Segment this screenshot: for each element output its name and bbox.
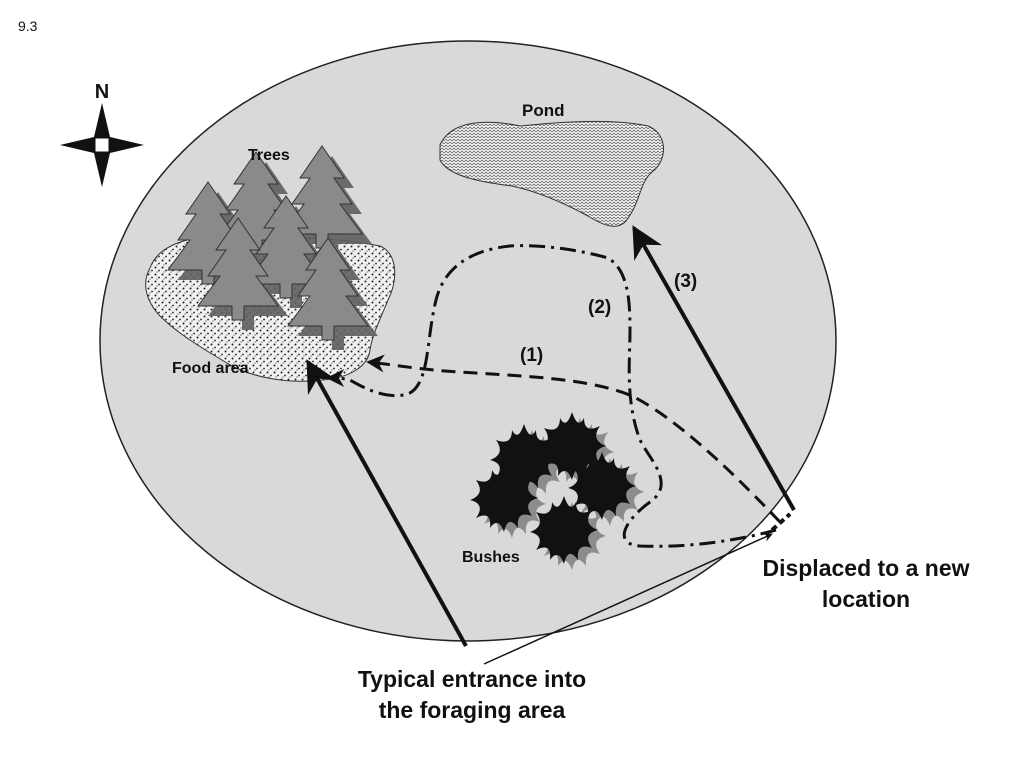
route-2-path	[326, 244, 777, 548]
bushes-label: Bushes	[462, 549, 520, 566]
trees-label: Trees	[248, 147, 290, 164]
callout-pointer-line	[483, 533, 773, 665]
pond-region	[439, 120, 664, 227]
entrance-arrow	[306, 359, 468, 647]
displaced-callout-line2: location	[822, 586, 910, 612]
route-1-path	[366, 354, 782, 524]
food-area-label: Food area	[172, 360, 249, 377]
entrance-callout-line1: Typical entrance into	[358, 666, 586, 692]
displaced-marker	[770, 512, 792, 532]
route-2-label: (2)	[588, 297, 611, 318]
compass-icon: N	[60, 81, 144, 187]
pond-label: Pond	[522, 101, 565, 120]
route-3-label: (3)	[674, 271, 697, 292]
route-3-arrow	[632, 225, 796, 511]
route-1-label: (1)	[520, 345, 543, 366]
entrance-callout-line2: the foraging area	[379, 697, 566, 723]
north-label: N	[95, 81, 109, 103]
displaced-callout-line1: Displaced to a new	[762, 555, 969, 581]
figure-number: 9.3	[18, 18, 38, 34]
